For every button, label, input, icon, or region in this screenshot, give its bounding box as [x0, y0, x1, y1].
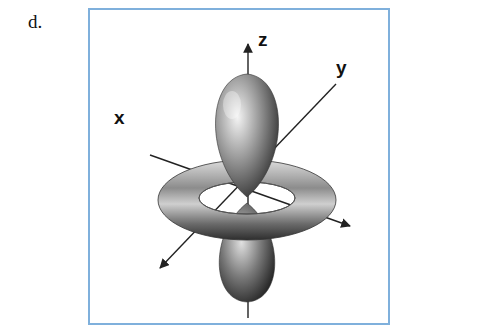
axis-label: z: [258, 30, 268, 49]
axis-label: x: [114, 108, 125, 127]
axis-label: y: [336, 58, 347, 77]
figure-letter: d.: [28, 12, 42, 31]
lobe-highlight: [223, 91, 241, 119]
upper-lobe: [216, 74, 279, 197]
figure-frame: [89, 9, 389, 324]
